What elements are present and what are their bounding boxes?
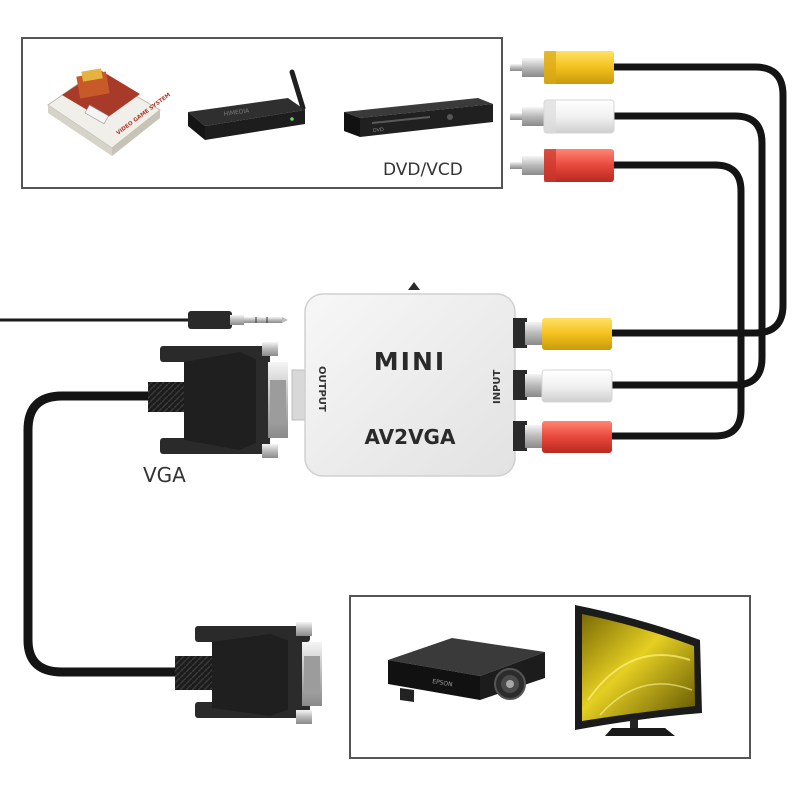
converter-brand: MINI <box>374 347 446 376</box>
vga-connector-bottom <box>175 622 322 724</box>
yellow-rca-cable <box>608 63 787 337</box>
yellow-rca-plug-source <box>510 51 614 84</box>
white-rca-cable <box>608 112 766 389</box>
dvd-player-icon: DVD <box>344 98 493 137</box>
converter-output-label: OUTPUT <box>316 366 327 412</box>
projector-icon: EPSON <box>388 638 545 702</box>
source-devices-box: VIDEO GAME SYSTEM HIMEDIA DVD DVD/VCD <box>21 37 503 189</box>
dvd-vcd-label: DVD/VCD <box>383 160 463 180</box>
audio-jack-plug <box>188 311 288 329</box>
vga-label: VGA <box>143 463 186 487</box>
vga-connector-top <box>148 342 288 458</box>
red-rca-cable <box>608 161 745 440</box>
red-rca-plug-source <box>510 149 614 182</box>
converter-box: MINI AV2VGA OUTPUT INPUT <box>291 282 516 477</box>
monitor-icon <box>575 605 702 736</box>
red-rca-plug-input <box>513 421 612 453</box>
projector-brand-text: EPSON <box>432 678 453 688</box>
yellow-rca-plug-input <box>513 318 612 350</box>
tv-box-brand-text: HIMEDIA <box>223 107 250 118</box>
converter-input-label: INPUT <box>492 369 503 404</box>
game-console-icon: VIDEO GAME SYSTEM <box>47 68 172 156</box>
tv-box-icon: HIMEDIA <box>188 69 306 140</box>
white-rca-plug-input <box>513 369 613 403</box>
converter-switch <box>408 282 420 290</box>
vga-cable <box>23 391 185 677</box>
converter-model: AV2VGA <box>365 425 456 449</box>
rca-cables <box>608 63 787 440</box>
converter-rca-plugs <box>513 318 613 453</box>
dvd-player-text: DVD <box>373 127 385 134</box>
source-rca-plugs <box>510 51 615 182</box>
white-rca-plug-source <box>510 99 615 134</box>
display-devices-box: EPSON <box>349 595 751 759</box>
